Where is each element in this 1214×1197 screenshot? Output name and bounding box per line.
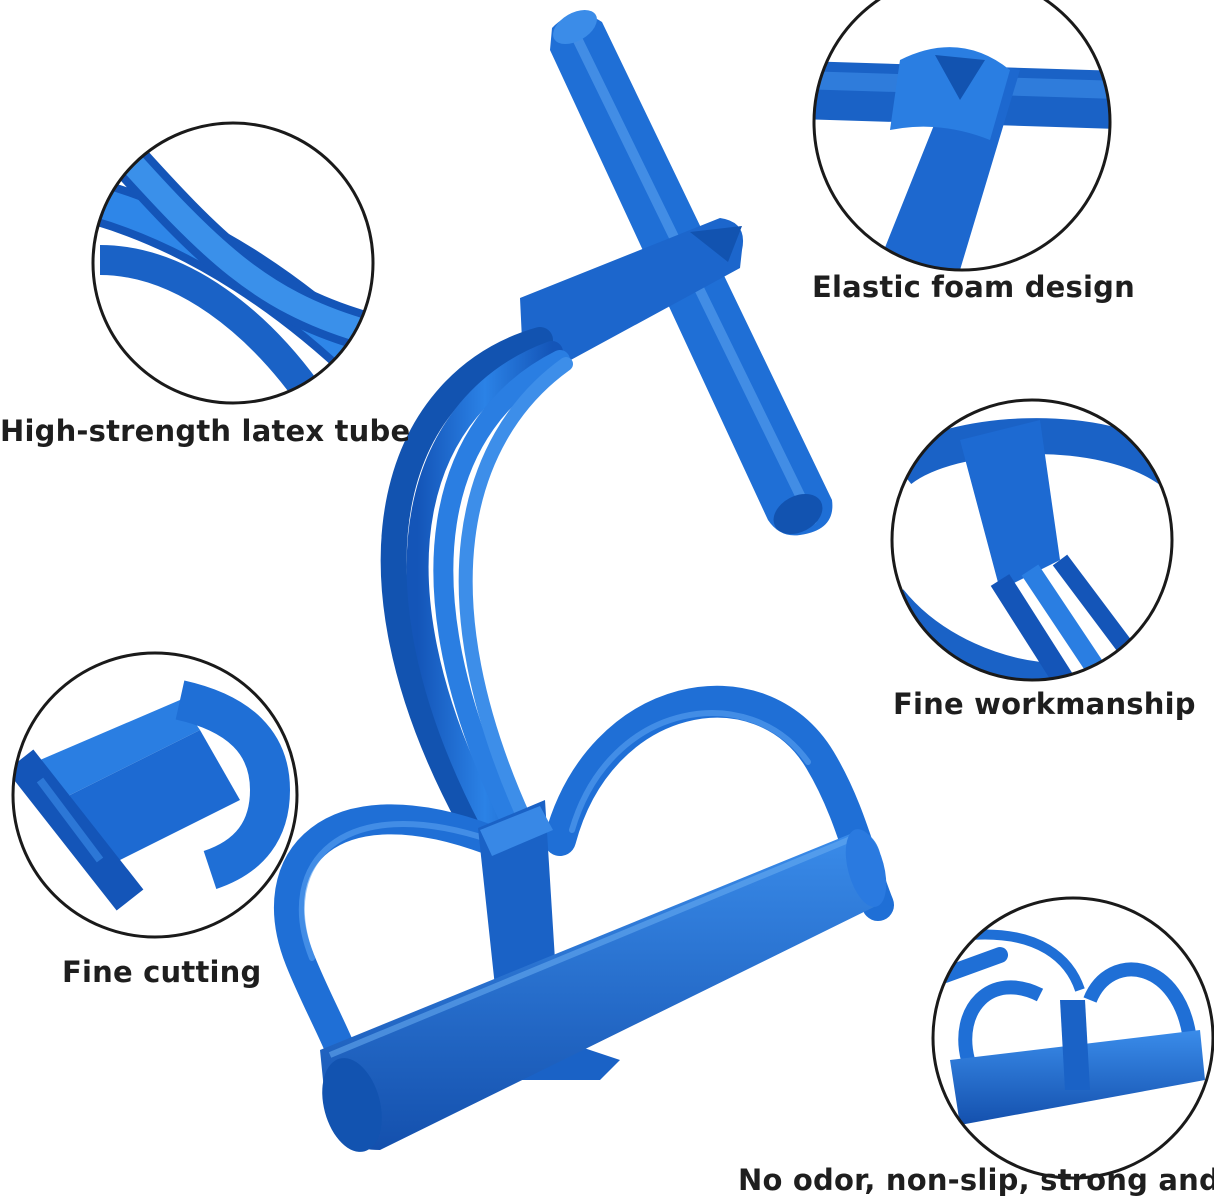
feature-label-foam-design: Elastic foam design	[812, 270, 1135, 304]
feature-label-bottom-caption: No odor, non-slip, strong and...	[738, 1163, 1214, 1197]
main-product	[274, 9, 894, 1152]
detail-circle-full-product	[931, 896, 1214, 1180]
foam-foot-bar	[320, 829, 887, 1152]
feature-label-cutting: Fine cutting	[62, 955, 262, 989]
detail-circle-tube	[91, 121, 375, 405]
feature-label-latex-tube: High-strength latex tube	[0, 414, 411, 448]
detail-circle-pedal-cut	[11, 651, 299, 939]
detail-circle-handle-sleeve	[890, 398, 1174, 682]
detail-circle-knot	[812, 0, 1112, 272]
feature-label-workmanship: Fine workmanship	[893, 687, 1196, 721]
latex-tubes	[380, 327, 573, 833]
